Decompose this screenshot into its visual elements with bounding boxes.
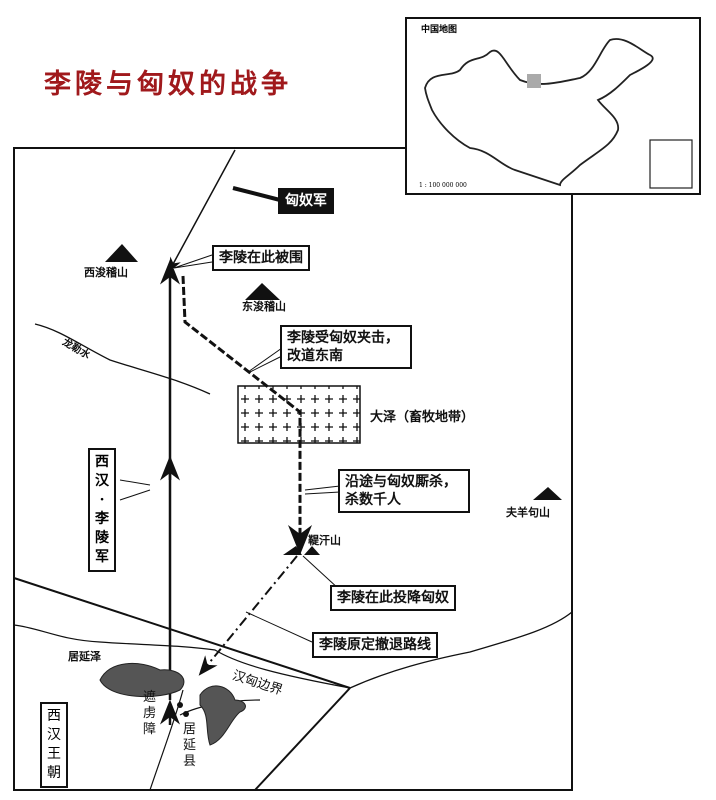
zhelu-fort-label: 遮虏障 xyxy=(143,690,157,737)
attacked-label: 李陵受匈奴夹击，改道东南 xyxy=(280,325,412,369)
west-mountain-label: 西浚稽山 xyxy=(84,266,128,279)
juyan-south-lake xyxy=(199,685,246,746)
dihan-mountain-label: 鞮汗山 xyxy=(308,534,341,547)
juyan-county-label: 居延县 xyxy=(183,722,197,769)
china-outline xyxy=(424,38,654,187)
inset-scale: 1 : 100 000 000 xyxy=(419,182,467,189)
mountain-icon xyxy=(105,244,562,555)
fighting-label: 沿途与匈奴厮杀，杀数千人 xyxy=(338,469,470,513)
li-ling-army-label: 西汉·李陵军 xyxy=(88,448,116,572)
inset-title: 中国地图 xyxy=(421,25,458,35)
surrender-label: 李陵在此投降匈奴 xyxy=(330,585,456,611)
juyan-lake-label: 居延泽 xyxy=(68,650,101,663)
juyan-lake xyxy=(99,662,185,698)
great-marsh-label: 大泽（畜牧地带） xyxy=(370,410,475,425)
retreat-route-label: 李陵原定撤退路线 xyxy=(312,632,438,658)
main-map-frame xyxy=(13,147,573,791)
great-marsh-area xyxy=(237,385,361,444)
map-title: 李陵与匈奴的战争 xyxy=(44,69,292,100)
east-mountain-label: 东浚稽山 xyxy=(242,300,286,313)
surrounded-label: 李陵在此被围 xyxy=(212,245,310,271)
location-highlight xyxy=(527,74,541,88)
inset-frame xyxy=(405,17,701,195)
fuyang-mountain-label: 夫羊句山 xyxy=(506,506,550,519)
south-sea-inset xyxy=(649,139,693,189)
western-han-label: 西汉王朝 xyxy=(40,702,68,788)
xiongnu-army-label: 匈奴军 xyxy=(278,188,334,214)
